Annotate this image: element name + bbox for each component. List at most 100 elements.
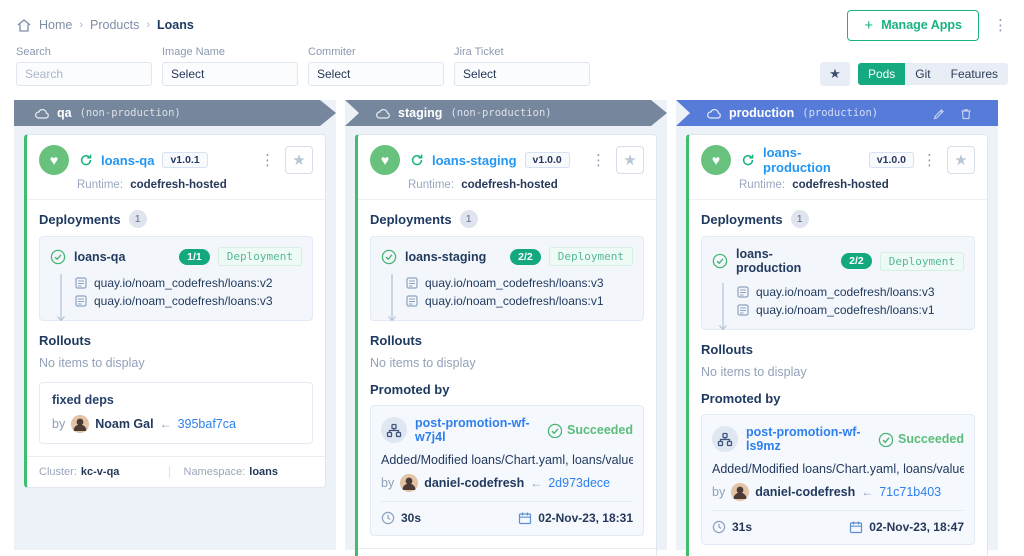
image-icon	[405, 276, 419, 290]
workflow-status: Succeeded	[566, 423, 633, 437]
check-circle-icon	[50, 249, 66, 265]
deployment-kind-tag: Deployment	[879, 251, 964, 271]
breadcrumb-current: Loans	[157, 18, 194, 32]
rollouts-heading: Rollouts	[39, 333, 91, 348]
image-name: quay.io/noam_codefresh/loans:v1	[425, 294, 604, 308]
deployment-box: loans-qa 1/1 Deployment quay.io/noam_cod…	[39, 236, 313, 321]
left-arrow-icon: ←	[159, 417, 172, 431]
chevron-right-icon: ›	[146, 19, 151, 31]
filter-image-name: Image Name Select	[162, 46, 298, 86]
by-label: by	[52, 417, 66, 431]
commit-author: Noam Gal	[95, 417, 154, 431]
app-name-link[interactable]: loans-production	[763, 145, 831, 175]
cluster-label: Cluster:	[39, 466, 77, 478]
deployment-name[interactable]: loans-qa	[74, 249, 126, 264]
workflow-link[interactable]: post-promotion-wf-ls9mz	[746, 425, 861, 453]
commit-hash-link[interactable]: 395baf7ca	[177, 417, 236, 431]
runtime-value: codefresh-hosted	[792, 179, 889, 191]
image-name-select[interactable]: Select	[162, 62, 298, 86]
calendar-icon	[849, 520, 863, 534]
workflow-icon	[712, 426, 738, 452]
promotion-message: Added/Modified loans/Chart.yaml, loans/v…	[712, 462, 964, 476]
clock-icon	[712, 520, 726, 534]
filter-search: Search	[16, 46, 152, 86]
view-toggle: Pods Git Features	[857, 63, 1008, 85]
deployment-name[interactable]: loans-staging	[405, 249, 487, 264]
star-icon: ★	[292, 152, 306, 169]
deployment-box: loans-staging 2/2 Deployment quay.io/noa…	[370, 236, 644, 321]
app-name-link[interactable]: loans-qa	[101, 152, 155, 168]
sync-icon	[408, 152, 424, 168]
breadcrumb-products[interactable]: Products	[90, 18, 140, 32]
chevron-right-icon: ›	[79, 19, 84, 31]
env-header-production[interactable]: production (production)	[676, 100, 998, 126]
app-card-loans-qa: ♥ loans-qa v1.0.1 ⋮ ★ Runtime: codefresh…	[24, 134, 326, 488]
favorite-star-button[interactable]: ★	[285, 146, 313, 174]
app-card-loans-production: ♥ loans-production v1.0.0 ⋮ ★ Runtime: c…	[686, 134, 988, 556]
deployments-count-badge: 1	[128, 210, 147, 228]
delete-trash-icon[interactable]	[959, 107, 972, 120]
star-icon: ★	[954, 152, 968, 169]
card-kebab-menu-icon[interactable]: ⋮	[260, 151, 275, 169]
commit-author: daniel-codefresh	[424, 476, 525, 490]
rollouts-empty-text: No items to display	[39, 356, 145, 370]
tab-features[interactable]: Features	[950, 67, 998, 81]
image-name: quay.io/noam_codefresh/loans:v3	[756, 285, 935, 299]
favorite-star-button[interactable]: ★	[947, 146, 975, 174]
deployment-name[interactable]: loans-production	[736, 247, 802, 275]
breadcrumb-home[interactable]: Home	[39, 18, 73, 32]
commit-box: fixed deps by Noam Gal ← 395baf7ca	[39, 382, 313, 444]
app-name-link[interactable]: loans-staging	[432, 152, 517, 168]
edit-pencil-icon[interactable]	[932, 107, 945, 120]
health-heart-icon: ♥	[370, 145, 400, 175]
env-header-qa[interactable]: qa (non-production)	[14, 100, 336, 126]
avatar	[731, 483, 750, 501]
env-kind: (production)	[802, 107, 879, 119]
breadcrumb: Home › Products › Loans	[16, 18, 194, 33]
workflow-link[interactable]: post-promotion-wf-w7j4l	[415, 416, 530, 444]
jira-ticket-select[interactable]: Select	[454, 62, 590, 86]
deployment-kind-tag: Deployment	[217, 247, 302, 266]
tab-git[interactable]: Git	[915, 67, 931, 81]
down-arrow-icon	[57, 274, 65, 321]
image-row: quay.io/noam_codefresh/loans:v3	[736, 283, 964, 301]
sync-icon	[77, 152, 93, 168]
image-row: quay.io/noam_codefresh/loans:v3	[74, 292, 302, 310]
left-arrow-icon: ←	[861, 485, 874, 499]
plus-icon: +	[864, 16, 874, 34]
image-name: quay.io/noam_codefresh/loans:v2	[94, 276, 273, 290]
app-card-loans-staging: ♥ loans-staging v1.0.0 ⋮ ★ Runtime: code…	[355, 134, 657, 556]
env-kind: (non-production)	[450, 107, 552, 119]
card-kebab-menu-icon[interactable]: ⋮	[922, 151, 937, 169]
home-icon	[16, 18, 32, 33]
workflow-date: 02-Nov-23, 18:31	[538, 511, 633, 525]
search-input[interactable]	[16, 62, 152, 86]
health-heart-icon: ♥	[39, 145, 69, 175]
card-kebab-menu-icon[interactable]: ⋮	[591, 151, 606, 169]
commiter-select[interactable]: Select	[308, 62, 444, 86]
down-arrow-icon	[388, 274, 396, 321]
tab-pods[interactable]: Pods	[857, 63, 906, 85]
clock-icon	[381, 511, 395, 525]
filter-jira-ticket: Jira Ticket Select	[454, 46, 590, 86]
manage-apps-button[interactable]: + Manage Apps	[847, 9, 979, 41]
cloud-icon	[706, 107, 721, 120]
environments-board: qa (non-production) ♥ loans-qa v1.0.1 ⋮ …	[0, 92, 1024, 556]
deployment-box: loans-production 2/2 Deployment quay.io/…	[701, 236, 975, 330]
calendar-icon	[518, 511, 532, 525]
env-name: staging	[398, 106, 443, 120]
favorite-star-button[interactable]: ★	[616, 146, 644, 174]
image-name: quay.io/noam_codefresh/loans:v3	[94, 294, 273, 308]
promoted-by-heading: Promoted by	[370, 382, 450, 397]
env-column-production: production (production) ♥ loans-producti…	[676, 100, 998, 556]
commit-hash-link[interactable]: 2d973dece	[548, 476, 611, 490]
favorites-filter-button[interactable]: ★	[819, 62, 850, 86]
env-header-staging[interactable]: staging (non-production)	[345, 100, 667, 126]
workflow-status: Succeeded	[897, 432, 964, 446]
commit-hash-link[interactable]: 71c71b403	[879, 485, 942, 499]
kebab-menu-icon[interactable]: ⋮	[993, 16, 1008, 34]
by-label: by	[381, 476, 395, 490]
workflow-date: 02-Nov-23, 18:47	[869, 520, 964, 534]
rollouts-empty-text: No items to display	[370, 356, 476, 370]
top-bar: Home › Products › Loans + Manage Apps ⋮ …	[0, 0, 1024, 86]
